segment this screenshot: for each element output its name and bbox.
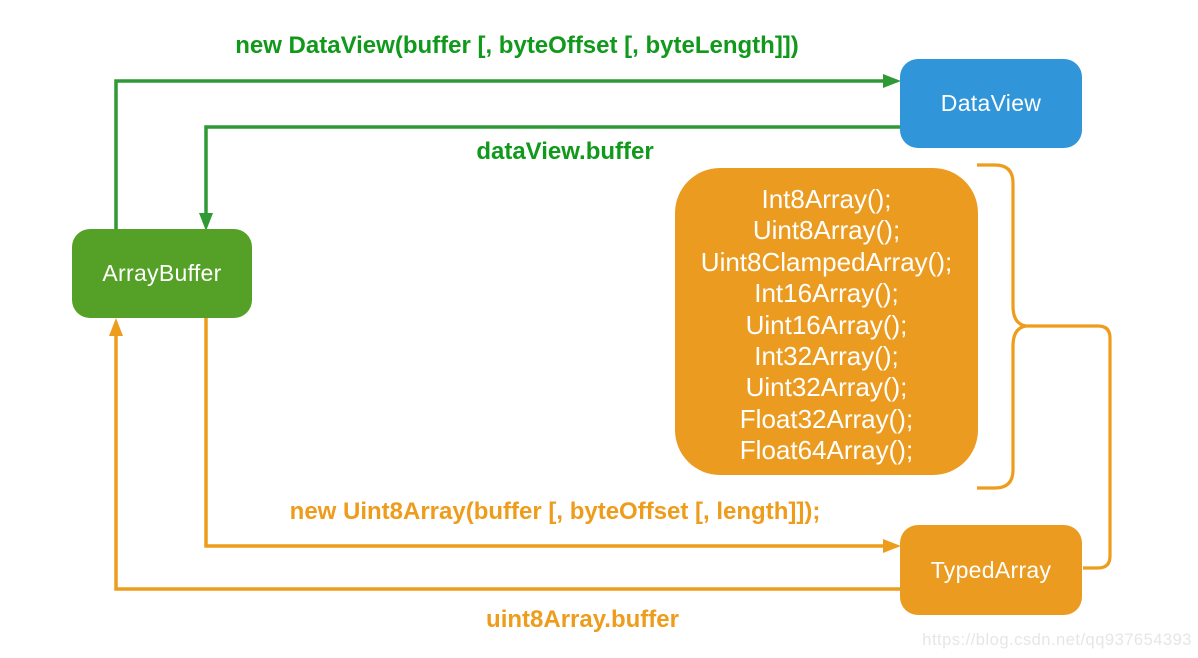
constructor-item: Int8Array(); [761,184,892,214]
node-dataview: DataView [900,59,1082,148]
constructor-item: Uint8Array(); [752,215,901,246]
constructor-item: Uint8ClampedArray(); [700,246,953,277]
node-typedarray: TypedArray [900,525,1082,615]
edge-new-uint8array-arrow [204,318,901,553]
node-arraybuffer: ArrayBuffer [72,229,252,318]
constructor-item: Int16Array(); [754,278,899,309]
edge-uint8array-buffer-arrow [109,318,900,591]
edge-label-new-dataview: new DataView(buffer [, byteOffset [, byt… [235,32,799,59]
node-arraybuffer-label: ArrayBuffer [102,260,222,286]
watermark-url: https://blog.csdn.net/qq937654393 [922,631,1192,649]
constructor-item: Uint32Array(); [745,372,908,403]
constructor-item: Float64Array(); [739,435,914,466]
edge-label-dataview-buffer: dataView.buffer [476,138,654,165]
edge-new-dataview-arrow [114,74,901,229]
edge-dataview-buffer-arrow [199,125,900,231]
edge-label-new-uint8array: new Uint8Array(buffer [, byteOffset [, l… [289,498,821,525]
constructor-item: Float32Array(); [739,403,914,434]
edge-label-uint8array-buffer: uint8Array.buffer [486,606,679,633]
constructors-brace [977,163,1027,490]
constructor-item: Int32Array(); [754,341,899,372]
typed-array-constructors-box: Int8Array(); Uint8Array(); Uint8ClampedA… [675,168,978,475]
constructor-item: Uint16Array(); [745,309,908,340]
node-dataview-label: DataView [940,90,1042,116]
node-typedarray-label: TypedArray [930,556,1052,583]
brace-to-typedarray-connector [1026,324,1112,570]
